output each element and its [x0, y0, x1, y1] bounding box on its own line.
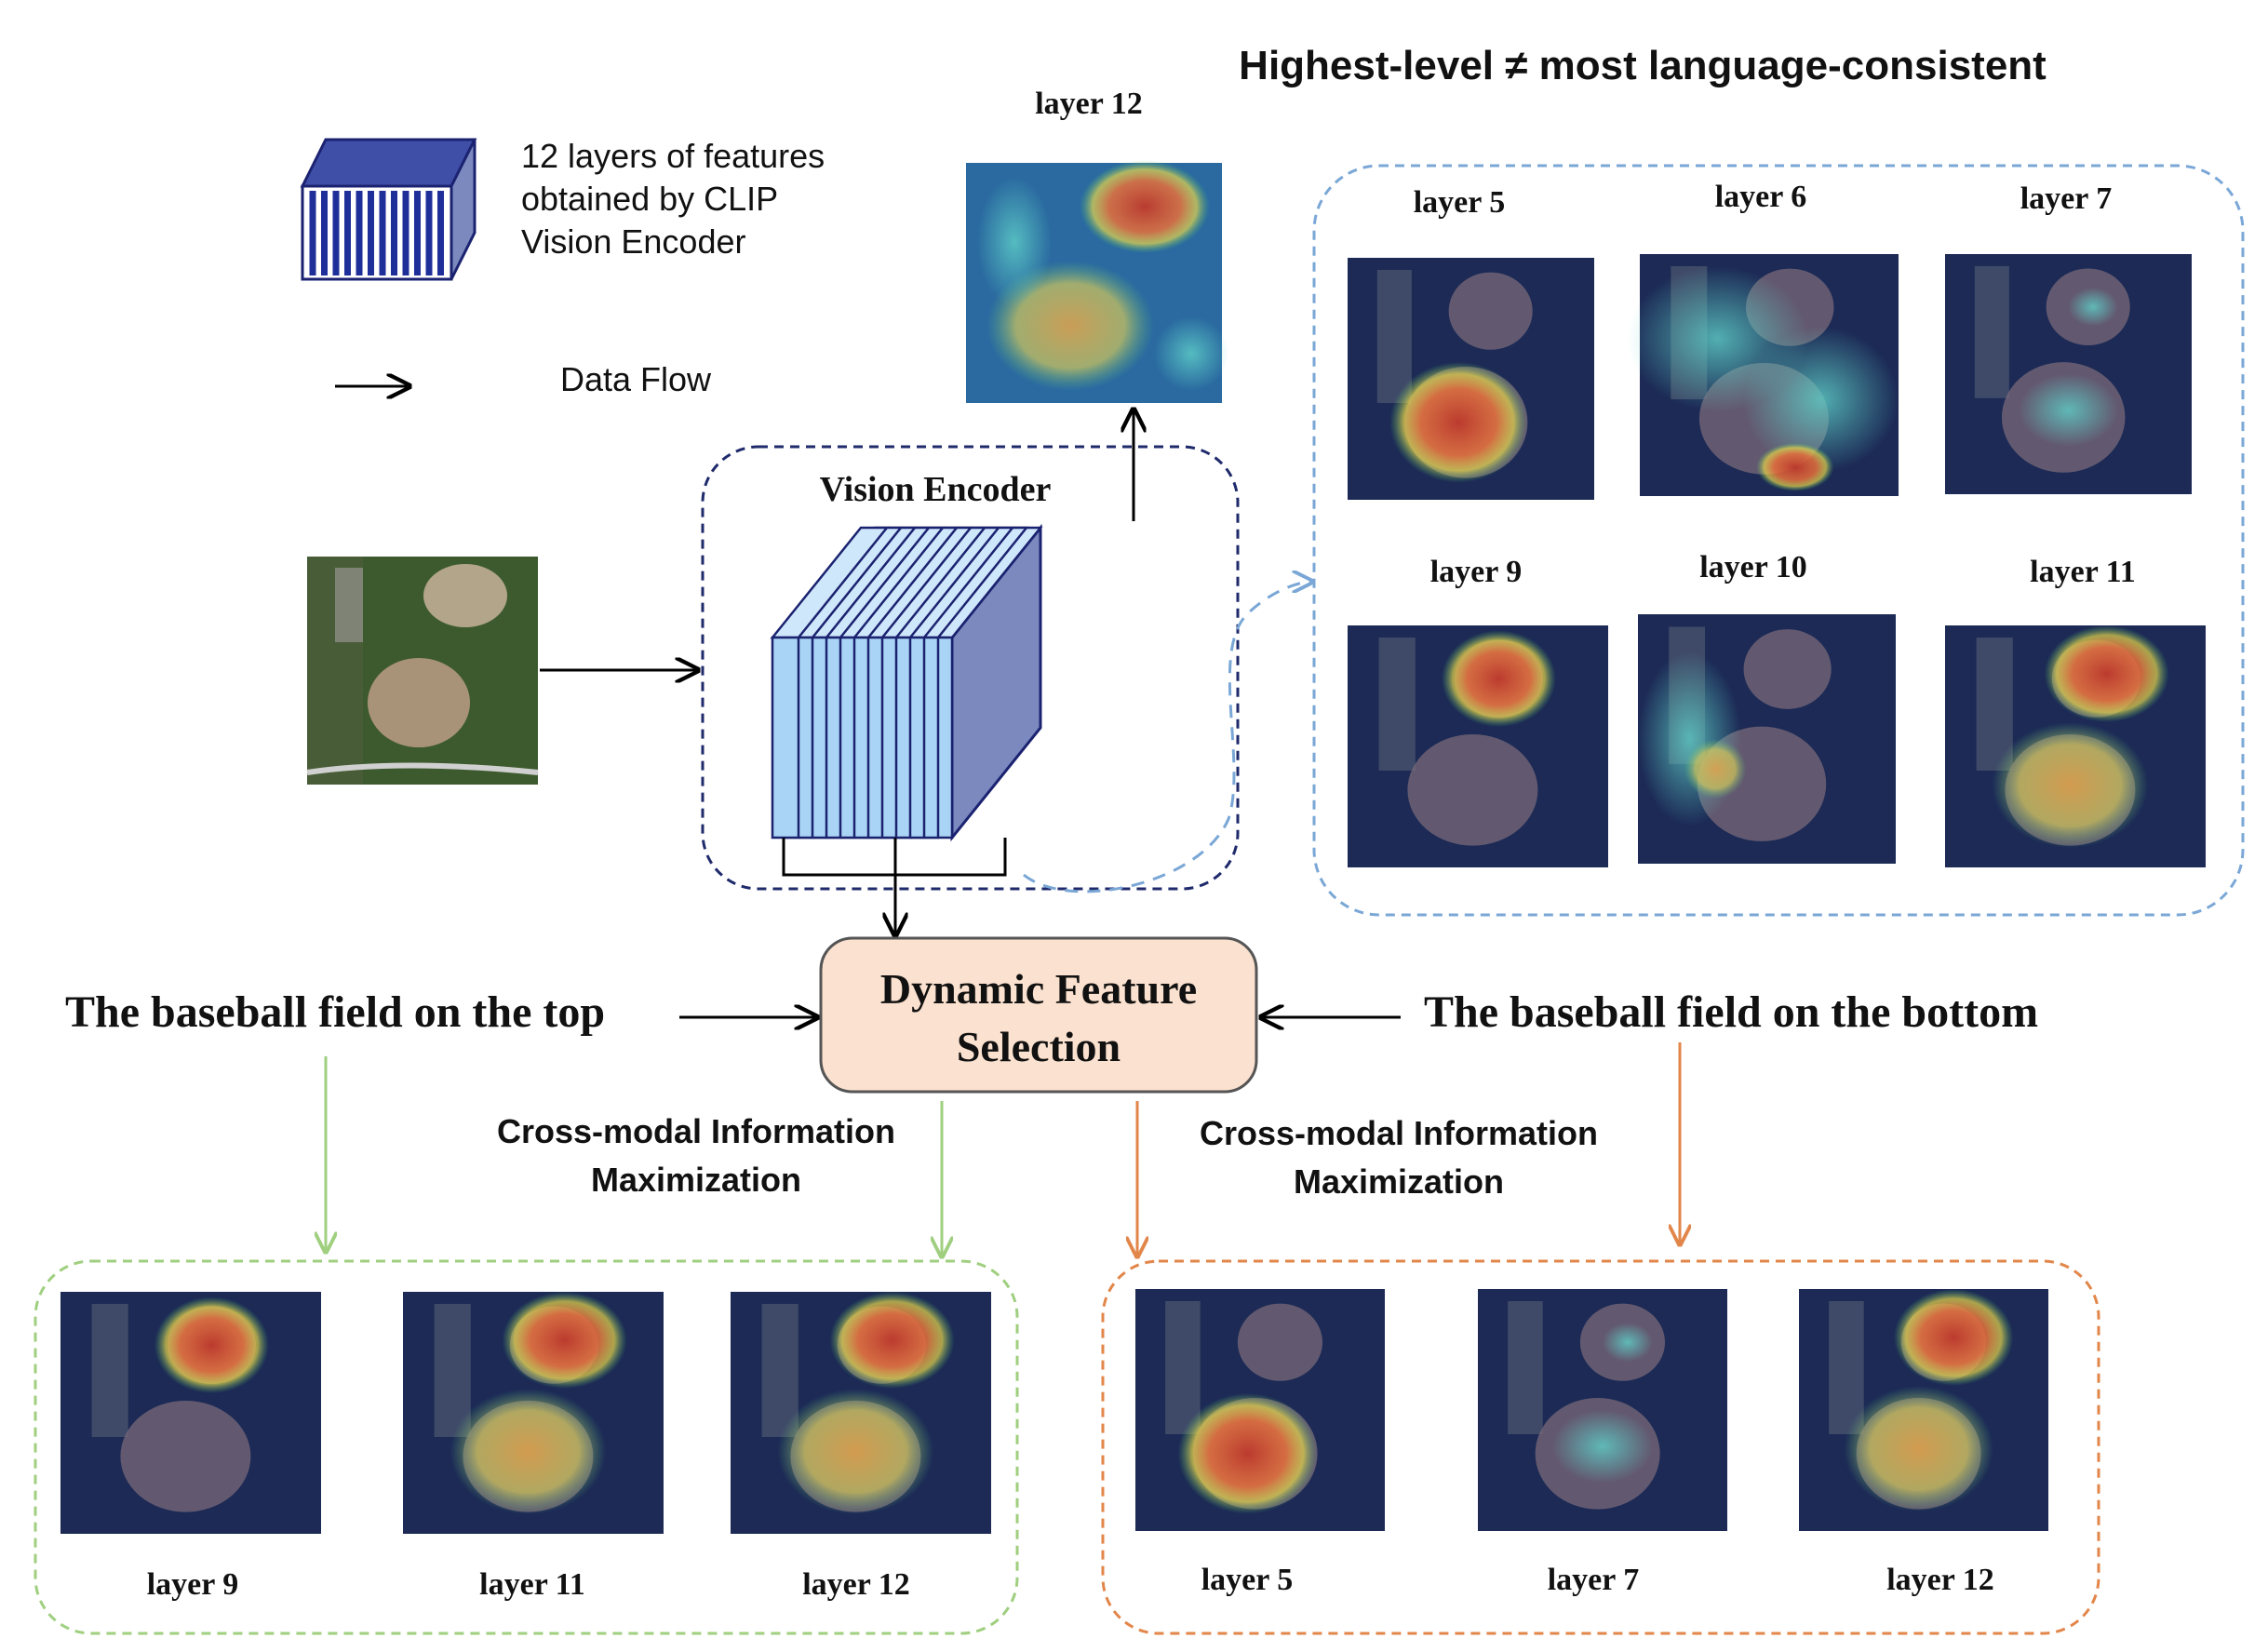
query-left: The baseball field on the top — [65, 987, 605, 1037]
encoder-slab — [771, 636, 800, 839]
selected-bottom-box — [1101, 1259, 2100, 1635]
selected-bottom-label: layer 5 — [1201, 1563, 1294, 1597]
vision-encoder-title: Vision Encoder — [820, 470, 1052, 509]
grid-heatmap — [1627, 254, 1899, 496]
selected-bottom-heatmap — [1478, 1289, 1727, 1531]
legend-stack-label-3: Vision Encoder — [521, 222, 746, 261]
selected-bottom-heatmap — [1799, 1289, 2048, 1531]
cmim-left-line2: Maximization — [591, 1161, 801, 1199]
grid-heatmap — [1945, 625, 2206, 867]
selected-bottom-heatmap — [1135, 1289, 1385, 1531]
dynamic-feature-selection-line2: Selection — [957, 1023, 1121, 1070]
legend-stack-label-1: 12 layers of features — [521, 137, 825, 175]
selected-top-heatmap — [403, 1292, 664, 1534]
cmim-right-line2: Maximization — [1294, 1162, 1504, 1201]
grid-heatmap — [1945, 254, 2192, 494]
layer-expansion-curve — [1023, 582, 1312, 893]
legend-arrow-label: Data Flow — [560, 360, 712, 398]
cmim-right-line1: Cross-modal Information — [1200, 1114, 1598, 1152]
input-aerial-image — [306, 557, 539, 785]
grid-layer-label: layer 11 — [2030, 555, 2136, 589]
selected-bottom-label: layer 12 — [1886, 1563, 1994, 1597]
selected-top-label: layer 11 — [479, 1567, 585, 1602]
legend-stack-label-2: obtained by CLIP — [521, 180, 778, 218]
dynamic-feature-selection-line1: Dynamic Feature — [880, 965, 1197, 1013]
selected-top-label: layer 9 — [147, 1567, 239, 1602]
grid-layer-label: layer 10 — [1699, 550, 1807, 584]
encoder-output-heatmap — [966, 160, 1228, 403]
grid-layer-label: layer 5 — [1414, 185, 1506, 220]
grid-heatmap — [1348, 258, 1594, 500]
grid-heatmap — [1348, 625, 1608, 867]
legend-stack-icon — [300, 138, 477, 281]
headline: Highest-level ≠ most language-consistent — [1239, 43, 2047, 88]
layer-grid-box — [1312, 164, 2245, 917]
encoder-layer-stack — [770, 523, 1043, 842]
selected-top-box — [34, 1259, 1019, 1635]
selected-bottom-label: layer 7 — [1548, 1563, 1640, 1597]
vision-encoder-box — [701, 445, 1240, 891]
selected-top-heatmap — [731, 1292, 991, 1534]
cmim-left-line1: Cross-modal Information — [497, 1112, 895, 1150]
encoder-output-label: layer 12 — [1035, 87, 1143, 121]
dynamic-feature-selection-box — [819, 936, 1258, 1094]
grid-layer-label: layer 9 — [1430, 555, 1523, 589]
selected-top-label: layer 12 — [802, 1567, 910, 1602]
grid-layer-label: layer 6 — [1715, 180, 1807, 214]
selected-top-heatmap — [60, 1292, 321, 1534]
grid-layer-label: layer 7 — [2020, 181, 2113, 216]
query-right: The baseball field on the bottom — [1424, 987, 2038, 1037]
grid-heatmap — [1638, 614, 1896, 864]
